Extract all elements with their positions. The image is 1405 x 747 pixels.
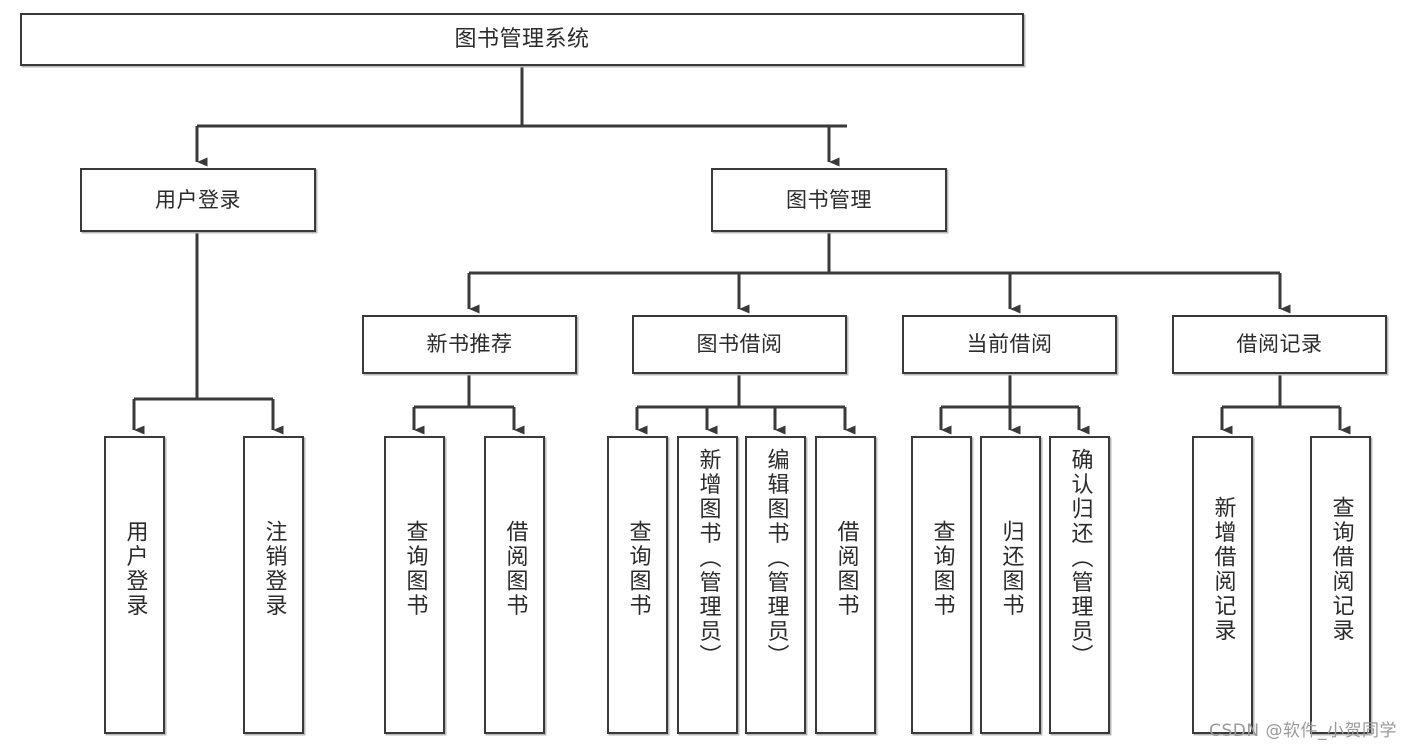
leaf-query-book-borrow-label: 查询图书 bbox=[625, 520, 651, 618]
leaf-query-borrow-record-label: 查询借阅记录 bbox=[1328, 496, 1354, 643]
leaf-query-book-current-label: 查询图书 bbox=[929, 520, 955, 618]
node-borrow-records[interactable]: 借阅记录 bbox=[1172, 315, 1387, 374]
leaf-return-book-label: 归还图书 bbox=[998, 520, 1024, 618]
node-book-management-label: 图书管理 bbox=[786, 187, 872, 212]
leaf-query-book-newbook-label: 查询图书 bbox=[402, 520, 428, 618]
node-user-login[interactable]: 用户登录 bbox=[80, 168, 316, 232]
leaf-borrow-book-newbook-label: 借阅图书 bbox=[502, 520, 528, 618]
leaf-query-borrow-record[interactable]: 查询借阅记录 bbox=[1310, 436, 1371, 734]
leaf-borrow-book-newbook[interactable]: 借阅图书 bbox=[484, 436, 545, 734]
leaf-borrow-book-borrow-label: 借阅图书 bbox=[833, 520, 859, 618]
leaf-return-book[interactable]: 归还图书 bbox=[980, 436, 1041, 734]
node-current-borrow-label: 当前借阅 bbox=[966, 332, 1053, 357]
node-book-borrow[interactable]: 图书借阅 bbox=[632, 315, 847, 374]
leaf-logout[interactable]: 注销登录 bbox=[243, 436, 304, 734]
leaf-add-borrow-record-label: 新增借阅记录 bbox=[1210, 496, 1236, 643]
node-user-login-label: 用户登录 bbox=[155, 187, 241, 212]
node-new-book-recommend-label: 新书推荐 bbox=[426, 332, 513, 357]
leaf-confirm-return-admin[interactable]: 确认归还（管理员） bbox=[1049, 436, 1110, 734]
leaf-user-login[interactable]: 用户登录 bbox=[104, 436, 165, 734]
leaf-edit-book-admin-label: 编辑图书（管理员） bbox=[763, 448, 789, 669]
csdn-watermark: CSDN @软件_小贺同学 bbox=[1209, 721, 1397, 741]
leaf-edit-book-admin[interactable]: 编辑图书（管理员） bbox=[745, 436, 806, 734]
leaf-add-book-admin-label: 新增图书（管理员） bbox=[695, 448, 721, 669]
node-root[interactable]: 图书管理系统 bbox=[20, 13, 1024, 66]
node-borrow-records-label: 借阅记录 bbox=[1236, 332, 1323, 357]
node-book-management[interactable]: 图书管理 bbox=[711, 168, 947, 232]
leaf-query-book-borrow[interactable]: 查询图书 bbox=[607, 436, 668, 734]
leaf-add-book-admin[interactable]: 新增图书（管理员） bbox=[677, 436, 738, 734]
leaf-logout-label: 注销登录 bbox=[261, 520, 287, 618]
leaf-user-login-label: 用户登录 bbox=[122, 520, 148, 618]
node-current-borrow[interactable]: 当前借阅 bbox=[902, 315, 1117, 374]
leaf-add-borrow-record[interactable]: 新增借阅记录 bbox=[1192, 436, 1253, 734]
node-book-borrow-label: 图书借阅 bbox=[696, 332, 783, 357]
leaf-borrow-book-borrow[interactable]: 借阅图书 bbox=[815, 436, 876, 734]
leaf-query-book-current[interactable]: 查询图书 bbox=[911, 436, 972, 734]
leaf-confirm-return-admin-label: 确认归还（管理员） bbox=[1067, 448, 1093, 669]
node-root-label: 图书管理系统 bbox=[454, 26, 590, 52]
node-new-book-recommend[interactable]: 新书推荐 bbox=[362, 315, 577, 374]
leaf-query-book-newbook[interactable]: 查询图书 bbox=[384, 436, 445, 734]
